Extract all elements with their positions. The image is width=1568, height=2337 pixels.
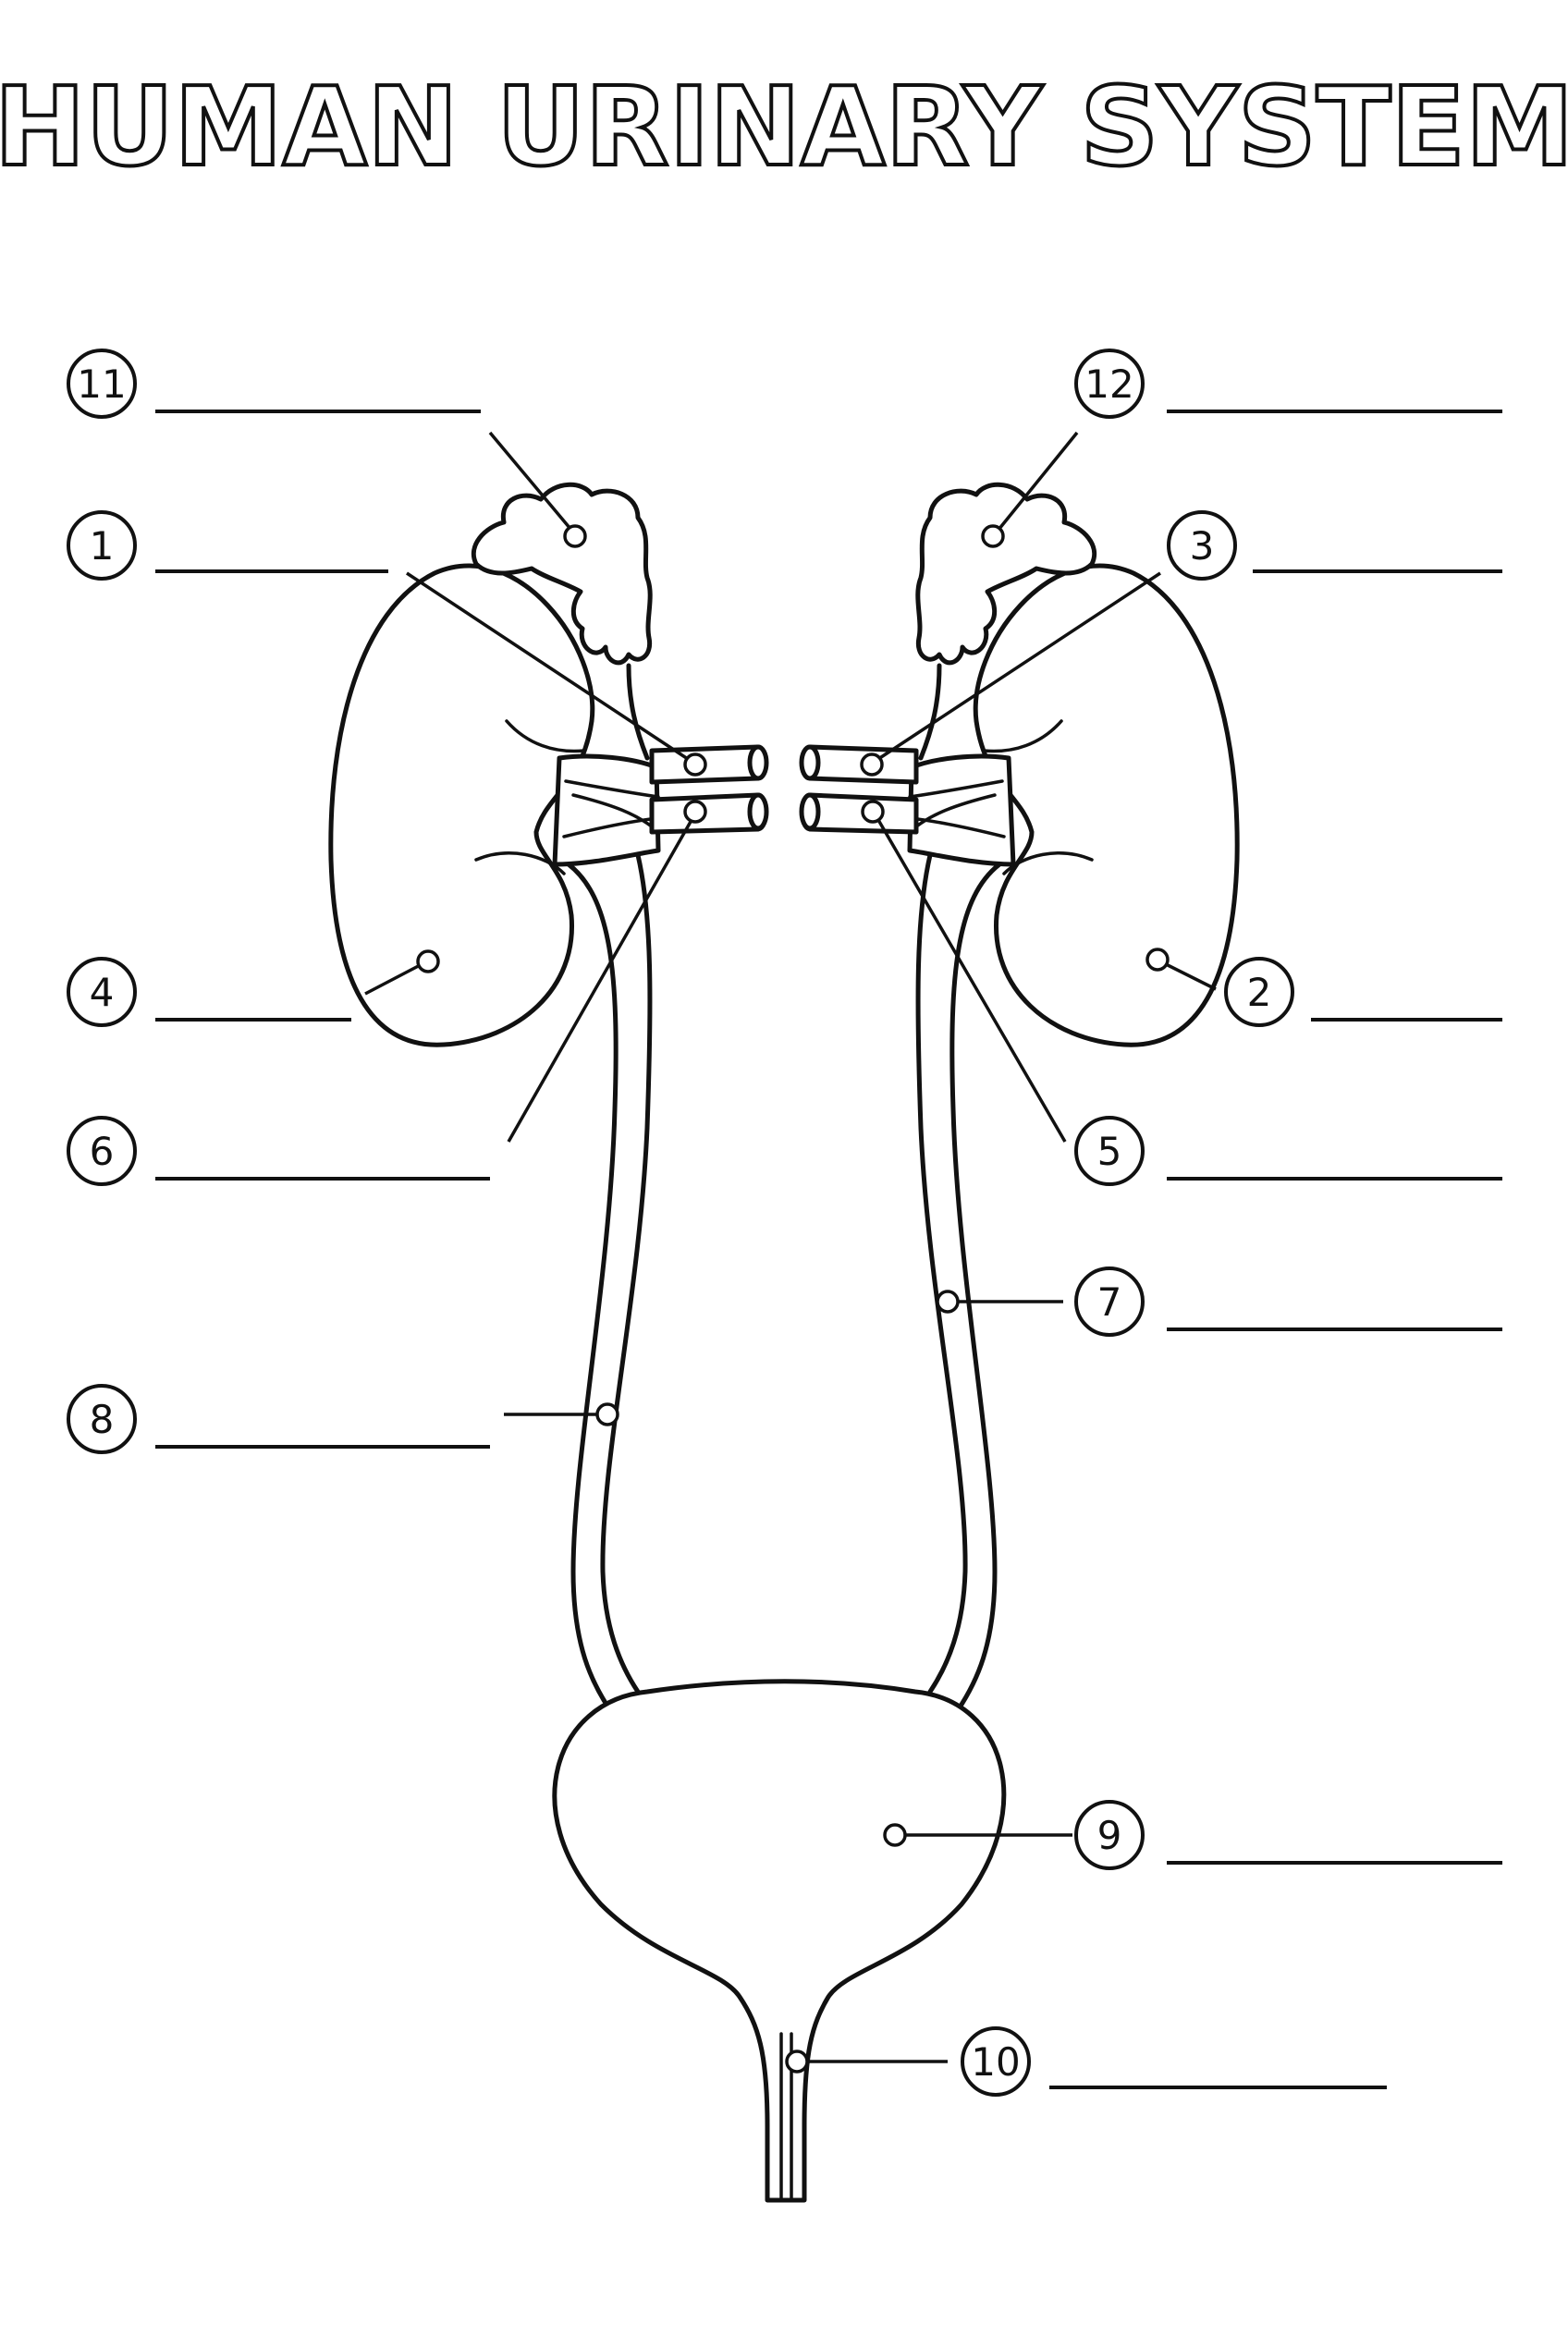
- svg-text:2: 2: [1247, 970, 1272, 1015]
- left-hilum-vessel-1: [564, 779, 660, 799]
- label-7: 7: [1074, 1266, 1145, 1337]
- leader-1: [406, 571, 694, 765]
- dot-7: [936, 1290, 960, 1314]
- urinary-bladder: [552, 1679, 1007, 2203]
- left-ureter-outer: [566, 862, 619, 1713]
- dot-4: [416, 949, 440, 973]
- label-9: 9: [1074, 1800, 1145, 1870]
- dot-5: [861, 800, 885, 824]
- dot-10: [785, 2049, 809, 2074]
- left-renal-artery-end: [747, 744, 769, 781]
- dot-3: [860, 752, 884, 777]
- left-kidney-medulla-curve: [474, 851, 566, 875]
- label-10: 10: [961, 2026, 1031, 2097]
- svg-text:9: 9: [1097, 1813, 1122, 1858]
- leader-3: [872, 571, 1161, 765]
- dot-9: [883, 1823, 907, 1847]
- right-kidney-medulla-curve: [1002, 851, 1094, 875]
- right-ureter-outer: [949, 862, 1002, 1713]
- label-6: 6: [67, 1116, 137, 1186]
- svg-text:12: 12: [1084, 361, 1133, 407]
- leader-5: [873, 813, 1067, 1143]
- dot-12: [981, 524, 1005, 548]
- svg-text:10: 10: [971, 2039, 1020, 2085]
- right-renal-hilum: [907, 753, 1016, 867]
- svg-text:6: 6: [90, 1129, 115, 1174]
- left-ureter-inner: [600, 852, 653, 1695]
- label-11: 11: [67, 349, 137, 419]
- label-1: 1: [67, 510, 137, 581]
- right-kidney: [973, 563, 1240, 1047]
- svg-text:3: 3: [1190, 523, 1215, 569]
- right-renal-artery-end: [799, 744, 821, 781]
- right-renal-vein-end: [799, 792, 821, 831]
- leader-12: [993, 431, 1079, 536]
- left-adrenal-stalk: [626, 663, 650, 761]
- svg-text:11: 11: [77, 361, 126, 407]
- page-title: HUMAN URINARY SYSTEM: [0, 63, 1568, 190]
- dot-8: [595, 1402, 619, 1426]
- right-ureter-inner: [915, 852, 968, 1695]
- label-5: 5: [1074, 1116, 1145, 1186]
- right-adrenal-gland: [915, 482, 1097, 666]
- left-kidney-upper-curve: [505, 719, 586, 753]
- leader-2: [1159, 960, 1217, 991]
- left-adrenal-gland: [471, 482, 653, 666]
- svg-text:8: 8: [90, 1397, 115, 1442]
- label-12: 12: [1074, 349, 1145, 419]
- svg-text:5: 5: [1097, 1129, 1122, 1174]
- right-hilum-vessel-1: [908, 779, 1004, 799]
- left-renal-hilum: [552, 753, 661, 867]
- label-4: 4: [67, 957, 137, 1027]
- right-adrenal-stalk: [918, 663, 942, 761]
- left-renal-vein-end: [747, 792, 769, 831]
- dot-1: [683, 752, 707, 777]
- leader-11: [488, 431, 577, 536]
- dot-2: [1145, 948, 1170, 972]
- svg-text:7: 7: [1097, 1279, 1122, 1325]
- right-kidney-upper-curve: [982, 719, 1063, 753]
- label-8: 8: [67, 1384, 137, 1454]
- label-2: 2: [1224, 957, 1294, 1027]
- leader-4: [364, 960, 428, 996]
- left-kidney: [328, 563, 595, 1047]
- svg-text:1: 1: [90, 523, 115, 569]
- leader-6: [507, 813, 697, 1143]
- dot-11: [563, 524, 587, 548]
- svg-text:4: 4: [90, 970, 115, 1015]
- label-3: 3: [1167, 510, 1237, 581]
- dot-6: [683, 800, 707, 824]
